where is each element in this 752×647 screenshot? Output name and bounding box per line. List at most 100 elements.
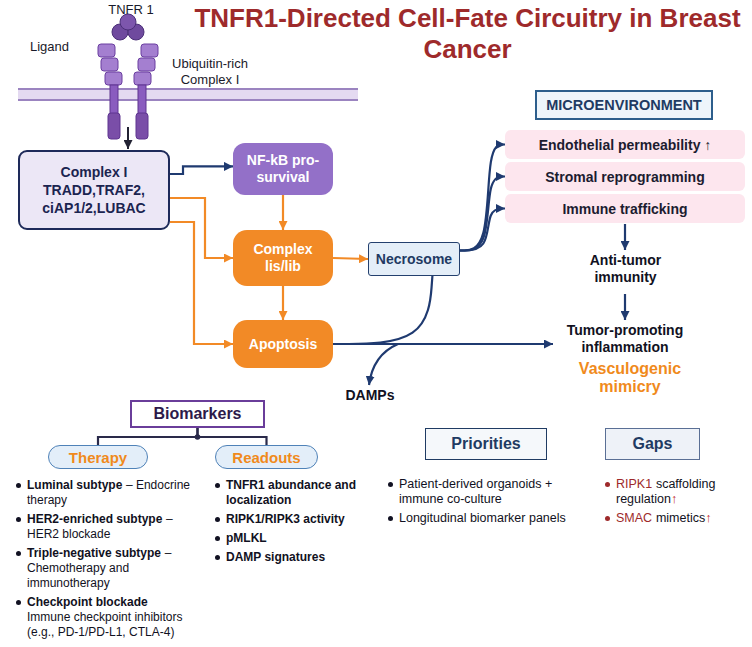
connector-arrow: [170, 166, 233, 174]
receptor-domain: [138, 58, 155, 71]
section-header: Priorities: [425, 428, 547, 460]
membrane-line: [18, 88, 358, 90]
connector-arrow: [170, 198, 233, 258]
bullet-item: Patient-derived organoids + immune co-cu…: [386, 477, 576, 507]
connector-arrow: [333, 276, 432, 344]
receptor-domain: [141, 44, 158, 57]
receptor-domain: [98, 44, 115, 57]
label-text: mimetics: [656, 511, 705, 525]
label-line: Ubiquitin-rich Complex I: [164, 56, 256, 88]
connector-arrow: [282, 195, 284, 230]
transmembrane-stalk: [138, 85, 146, 115]
bullet-item: RIPK1/RIPK3 activity: [213, 512, 365, 527]
transmembrane-stalk: [110, 85, 118, 115]
connector-arrow: [460, 209, 505, 251]
outcome-arrow: [333, 343, 553, 345]
receptor-domain: [134, 72, 151, 85]
bullet-item: Luminal subtype– Endocrine therapy: [14, 478, 206, 508]
label-line: Anti-tumor immunity: [578, 252, 673, 286]
outcome-arrow: [624, 294, 626, 320]
connector-arrow: [460, 145, 505, 251]
receptor-domain: [101, 58, 118, 71]
bullet-item: SMAC mimetics↑: [603, 511, 745, 526]
bullet-item: Checkpoint blockadeImmune checkpoint inh…: [14, 595, 206, 640]
label-text: Ligand: [30, 39, 69, 54]
node-text: Therapy: [69, 449, 127, 466]
receptor-label: TNFR 1: [100, 2, 162, 18]
node-text: MICROENVIRONMENT: [546, 97, 701, 113]
effect-band: Immune trafficking: [505, 194, 745, 223]
damp-arrow: [369, 344, 398, 385]
section-header: Gaps: [605, 428, 700, 460]
connector-arrow: [198, 428, 267, 445]
label-text: Tumor-promoting inflammation: [567, 322, 683, 355]
receptor-domain: [105, 72, 122, 85]
bullet-item: TNFR1 abundance and localization: [213, 478, 365, 508]
node-text: Complex I TRADD,TRAF2, ciAP1/2,LUBAC: [30, 163, 158, 217]
label-text: Luminal subtype: [27, 478, 122, 492]
bullet-item: HER2-enriched subtype– HER2 blockade: [14, 512, 206, 542]
label-text: pMLKL: [226, 531, 267, 545]
annotation-label: Ubiquitin-rich Complex I: [164, 56, 256, 88]
section-header: MICROENVIRONMENT: [535, 90, 713, 120]
label-text: Anti-tumor immunity: [590, 252, 662, 285]
label-text: TNFR1 abundance and localization: [226, 478, 356, 507]
bracket-dot: [195, 434, 201, 440]
node-text: Priorities: [451, 435, 520, 453]
membrane-band: [18, 89, 358, 100]
node-text: Necrosome: [376, 251, 452, 267]
label-text: DAMPs: [345, 387, 394, 403]
connector-arrow: [460, 177, 505, 251]
outcome-arrow: [624, 224, 626, 250]
tnfr1-receptor: [98, 14, 158, 149]
label-line: Ligand: [30, 39, 92, 55]
death-domain: [108, 113, 120, 139]
category-pill: Therapy: [48, 445, 148, 469]
effect-band: Stromal reprogramming: [505, 162, 745, 191]
label-text: Patient-derived organoids + immune co-cu…: [399, 477, 552, 506]
bullet-item: RIPK1scaffolding regulation↑: [603, 477, 745, 507]
bullet-list: TNFR1 abundance and localizationRIPK1/RI…: [213, 478, 365, 569]
outcome-label: Vasculogenic mimicry: [565, 360, 695, 396]
label-text: ↑: [671, 492, 677, 506]
section-header: Biomarkers: [130, 400, 265, 428]
effect-band: Endothelial permeability ↑: [505, 130, 745, 159]
label-text: RIPK1/RIPK3 activity: [226, 512, 345, 526]
label-text: Checkpoint blockade: [27, 595, 148, 609]
node-text: Biomarkers: [153, 405, 241, 423]
cell-membrane: [18, 89, 358, 100]
outcome-label: Tumor-promoting inflammation: [555, 322, 695, 356]
complex-box: Complex I TRADD,TRAF2, ciAP1/2,LUBAC: [18, 150, 170, 230]
outcome-label: Anti-tumor immunity: [578, 252, 673, 286]
label-text: SMAC: [616, 511, 652, 525]
pathway-box: NF-kB pro-survival: [233, 143, 333, 195]
category-pill: Readouts: [215, 445, 318, 469]
node-text: NF-kB pro-survival: [239, 152, 327, 186]
death-domain: [136, 113, 148, 139]
bullet-list: RIPK1scaffolding regulation↑ SMAC mimetics…: [603, 477, 745, 530]
label-line: TNFR 1: [100, 2, 162, 18]
connector-arrow: [282, 286, 284, 320]
outcome-box: Apoptosis: [233, 320, 333, 368]
label-text: Immune checkpoint inhibitors (e.g., PD-1…: [27, 610, 206, 640]
node-text: Complex lis/lib: [239, 241, 327, 275]
node-text: Endothelial permeability ↑: [539, 137, 712, 153]
label-text: Triple-negative subtype: [27, 546, 161, 560]
label-text: HER2-enriched subtype: [27, 512, 162, 526]
label-text: ↑: [705, 511, 711, 525]
bullet-item: pMLKL: [213, 531, 365, 546]
label-text: Longitudinal biomarker panels: [399, 511, 566, 525]
necrosome-box: Necrosome: [368, 242, 460, 276]
label-text: TNFR 1: [108, 2, 154, 17]
node-text: Readouts: [232, 449, 300, 466]
signal-arrow: [127, 127, 129, 149]
bullet-list: Luminal subtype– Endocrine therapyHER2-e…: [14, 478, 206, 644]
bullet-list: Patient-derived organoids + immune co-cu…: [386, 477, 576, 530]
annotation-label: Ligand: [30, 39, 92, 55]
pathway-box: Complex lis/lib: [233, 230, 333, 286]
connector-arrow: [98, 428, 198, 445]
node-text: Apoptosis: [249, 336, 317, 353]
connector-arrow: [333, 258, 368, 259]
node-text: Immune trafficking: [562, 201, 687, 217]
